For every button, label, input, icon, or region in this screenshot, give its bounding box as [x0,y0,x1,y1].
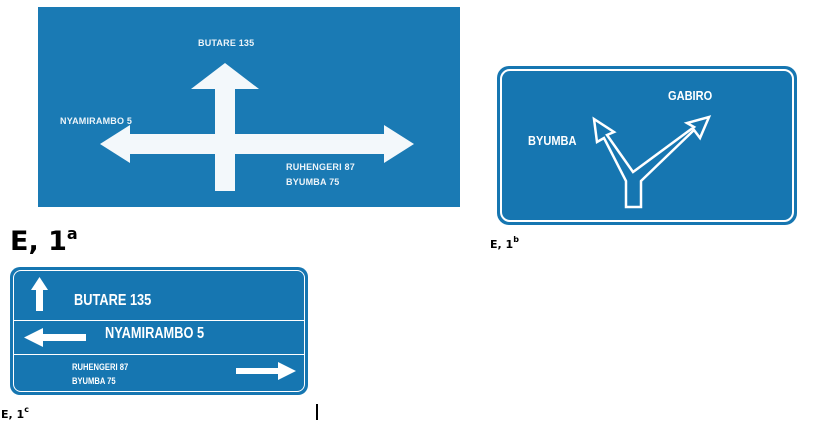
sign-b-caption: E, 1b [490,236,519,251]
sign-c-row3-destination-1: RUHENGERI 87 [72,362,129,373]
sign-a-right-destination-1: RUHENGERI 87 [286,162,355,172]
sign-c-divider-1 [14,320,304,321]
sign-b-left-destination: BYUMBA [528,133,577,148]
sign-c-row3-destination-2: BYUMBA 75 [72,376,116,387]
sign-b-caption-sup: b [513,235,519,244]
sign-b-border [500,69,794,222]
direction-sign-e1b: GABIRO BYUMBA [497,66,797,225]
direction-sign-e1a: BUTARE 135 NYAMIRAMBO 5 RUHENGERI 87 BYU… [38,7,460,207]
fork-arrows-icon [592,115,712,209]
sign-b-right-destination: GABIRO [668,88,713,103]
sign-a-caption-main: E, 1 [10,226,67,257]
sign-c-row2-destination: NYAMIRAMBO 5 [105,325,205,342]
sign-c-arrows [24,277,296,380]
crossroads-arrows-icon [100,63,414,191]
sign-a-right-destination-2: BYUMBA 75 [286,177,340,187]
sign-c-border [13,270,305,392]
sign-c-caption-main: E, 1 [1,408,25,421]
text-cursor [316,404,318,420]
sign-c-caption: E, 1c [1,406,29,421]
sign-c-row1-destination: BUTARE 135 [74,292,152,309]
sign-a-top-destination: BUTARE 135 [198,38,255,48]
sign-c-caption-sup: c [24,405,29,414]
arrow-right-icon [236,362,296,380]
arrow-left-icon [24,328,86,347]
sign-a-caption-sup: a [66,224,78,243]
sign-a-caption: E, 1a [10,226,78,257]
arrow-up-icon [31,277,48,311]
sign-c-divider-2 [14,354,304,355]
direction-sign-e1c: BUTARE 135 NYAMIRAMBO 5 RUHENGERI 87 BYU… [10,267,308,395]
sign-a-left-destination: NYAMIRAMBO 5 [60,116,133,126]
sign-b-caption-main: E, 1 [490,238,514,251]
